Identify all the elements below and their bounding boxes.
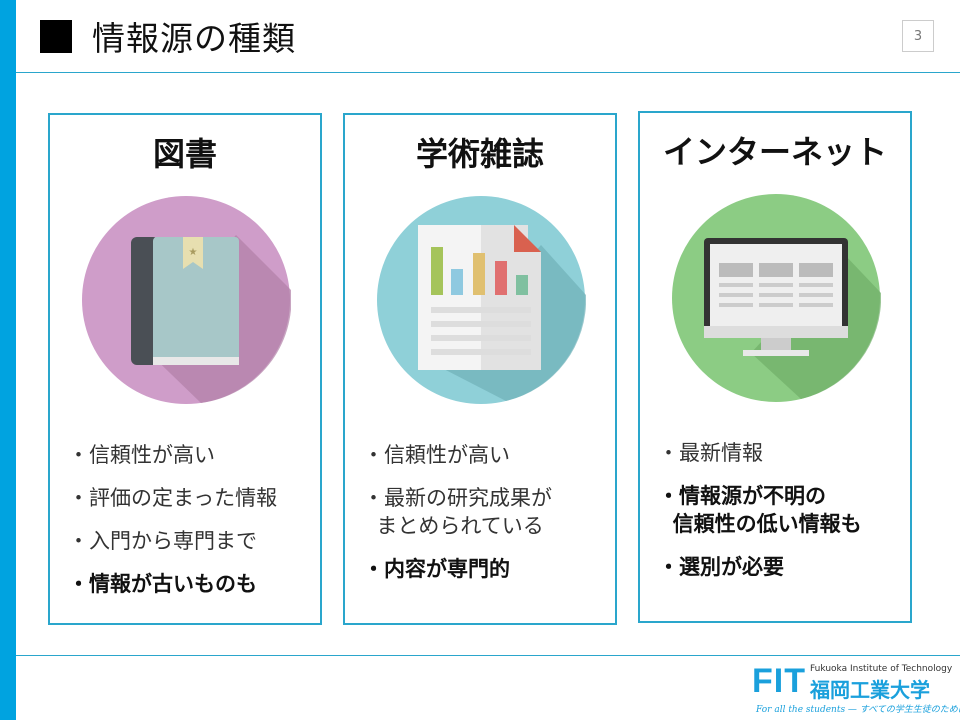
list-item: ・選別が必要	[658, 555, 784, 579]
page-number: 3	[902, 20, 934, 52]
footer-divider	[16, 655, 960, 656]
monitor-icon	[672, 194, 881, 402]
list-item: ・入門から専門まで	[68, 529, 257, 553]
logo-mark: FIT	[752, 662, 806, 700]
list-item: ・最新情報	[658, 441, 763, 465]
list-item: ・信頼性が高い	[363, 443, 510, 467]
book-icon: ★	[82, 196, 291, 404]
journal-chart-icon	[377, 196, 586, 404]
list-item: ・信頼性が高い	[68, 443, 215, 467]
svg-text:★: ★	[189, 247, 198, 258]
list-item: ・最新の研究成果が まとめられている	[363, 486, 552, 538]
card-internet: インターネット ・最新情報 ・情報源が不明の 信頼性の低い情報も ・選別が必要	[638, 111, 912, 623]
list-item: ・評価の定まった情報	[68, 486, 278, 510]
card-title: 学術雑誌	[415, 135, 544, 173]
logo-tagline: For all the students — すべての学生生徒のために	[756, 705, 960, 715]
card-title: インターネット	[662, 133, 887, 171]
left-accent-bar	[0, 0, 16, 720]
list-item: ・情報源が不明の 信頼性の低い情報も	[658, 484, 862, 536]
card-books: 図書 ★ ・信頼性が高い ・評価の定まった情報 ・入門から専門まで ・情報が古い…	[48, 113, 322, 625]
list-item: ・内容が専門的	[363, 557, 510, 581]
title-bullet-square	[40, 20, 72, 53]
header-divider	[16, 72, 960, 73]
logo-japanese-name: 福岡工業大学	[810, 678, 930, 702]
page-title: 情報源の種類	[92, 19, 296, 58]
logo-english-name: Fukuoka Institute of Technology	[810, 664, 953, 674]
card-title: 図書	[152, 135, 217, 173]
card-journals: 学術雑誌 ・信頼性が高い ・最新の研究成果が まとめられている ・内容が専門的	[343, 113, 617, 625]
list-item: ・情報が古いものも	[68, 572, 257, 596]
